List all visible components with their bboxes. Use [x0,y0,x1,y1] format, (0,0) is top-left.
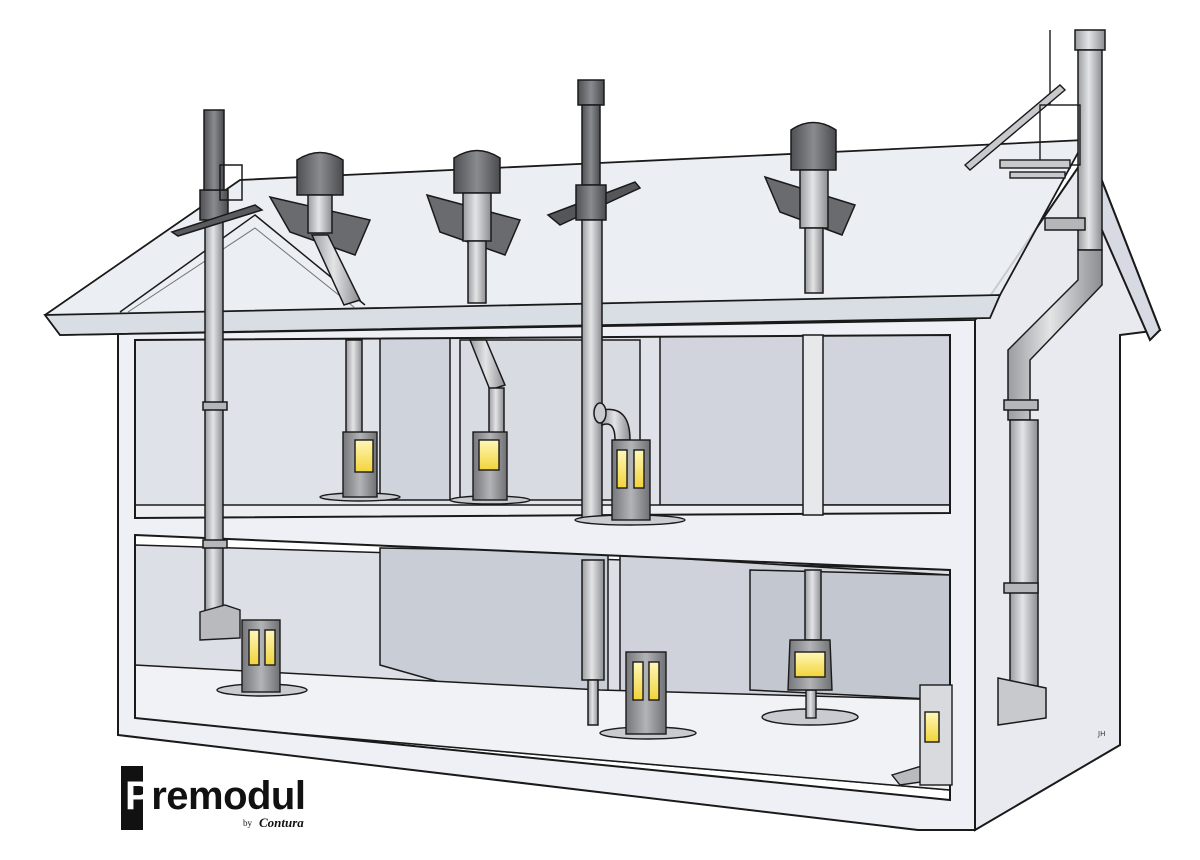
stove-icon [199,604,308,697]
stove-icon [574,439,686,526]
chimneys [170,29,1106,726]
artist-mark: JH [1098,730,1106,738]
stove-icon [449,431,531,505]
stoves [199,431,953,786]
stove-icon [890,684,953,786]
logo-mark [121,766,143,830]
logo-first-letter: P [125,774,152,818]
logo-by: by [243,818,252,828]
logo-maker: Contura [259,815,304,830]
logo-wordmark: Premodul [125,774,306,818]
stove-icon [319,431,401,502]
logo-rest: remodul [151,774,306,818]
roof [43,139,1087,336]
brand-logo: Premodul by Contura [121,766,311,830]
roof-ladder-icon [963,30,1081,179]
stove-icon [761,639,859,726]
stove-icon [599,651,697,740]
